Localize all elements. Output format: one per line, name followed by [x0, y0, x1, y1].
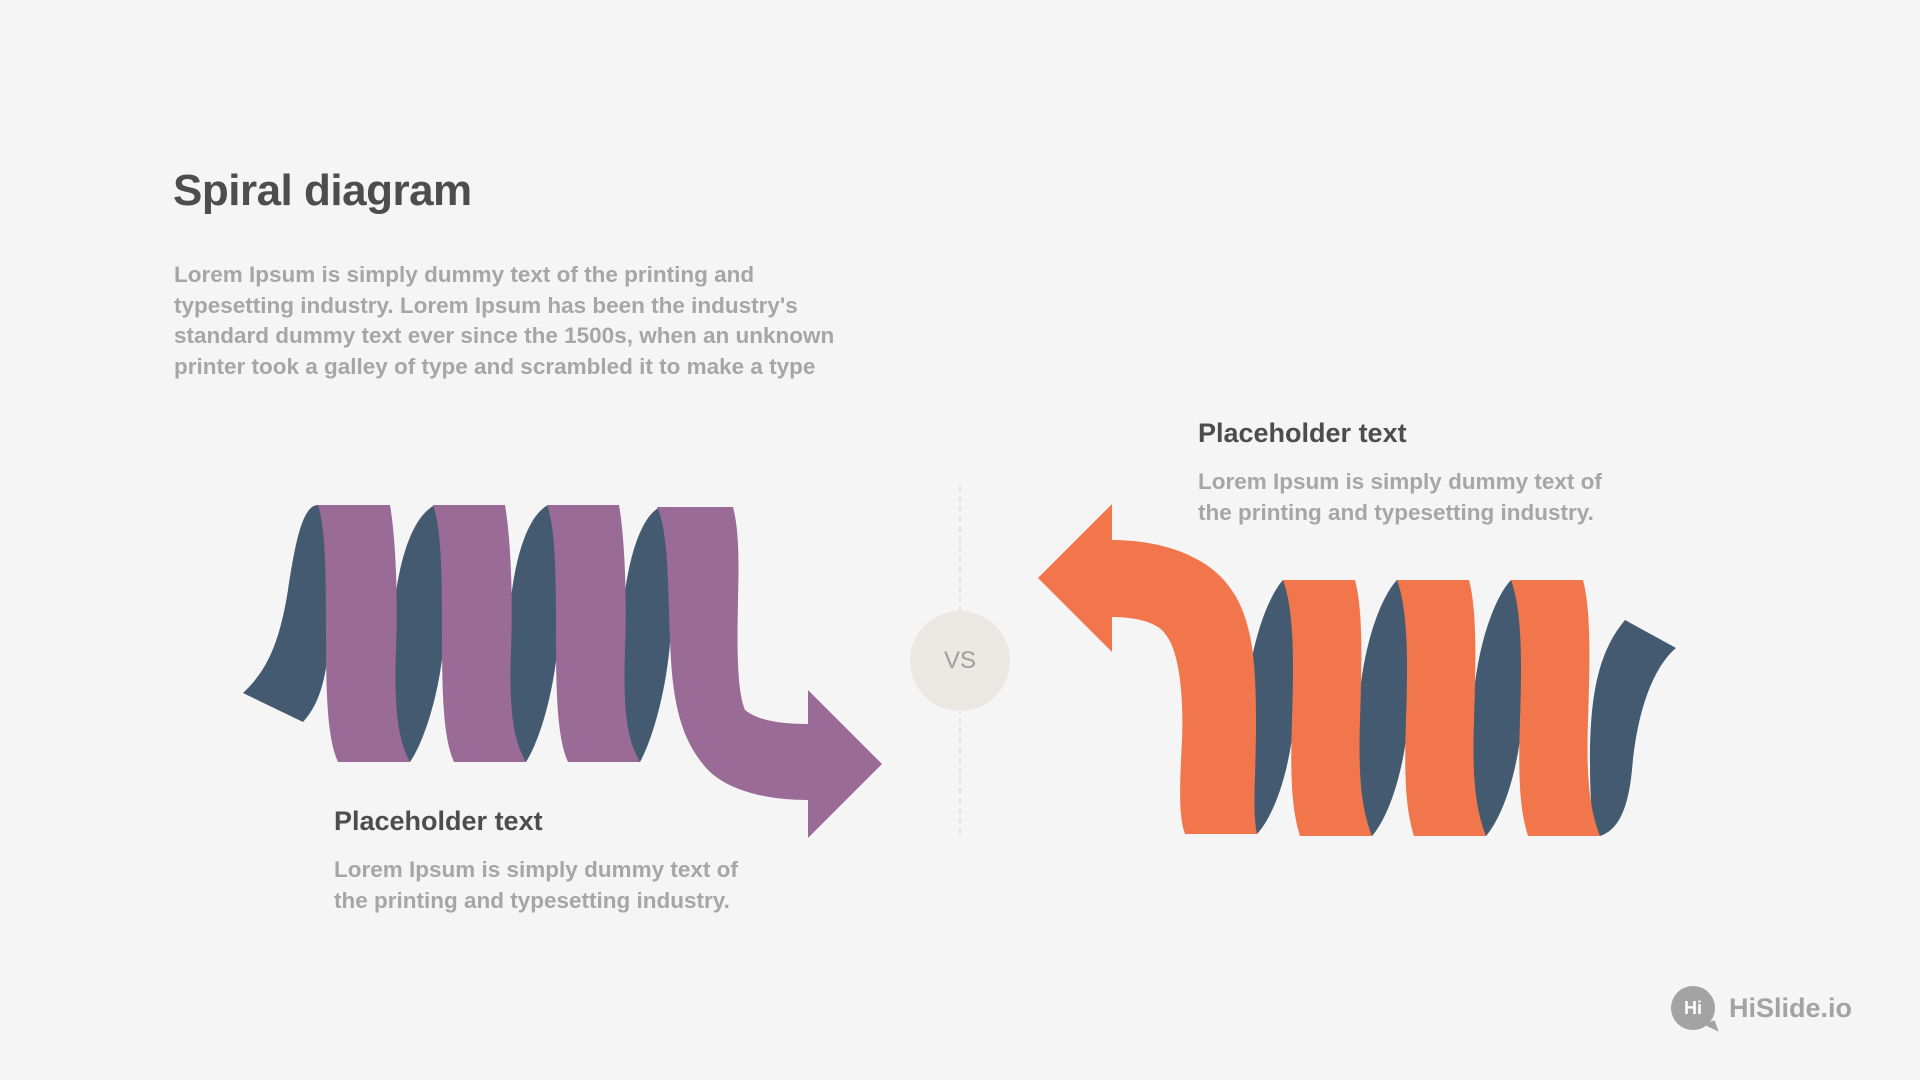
hislide-logo-icon: Hi: [1671, 986, 1715, 1030]
hislide-logo-text: HiSlide.io: [1729, 992, 1853, 1023]
hislide-logo: Hi HiSlide.io: [1671, 985, 1852, 1031]
right-block-text: Lorem Ipsum is simply dummy text of the …: [1198, 469, 1602, 525]
right-spiral-back-segment: [1243, 580, 1296, 834]
left-spiral: [243, 505, 882, 838]
left-spiral-band: [318, 505, 410, 762]
right-spiral-band: [1283, 580, 1372, 836]
left-block-title: Placeholder text: [334, 806, 543, 836]
left-block-text: Lorem Ipsum is simply dummy text of the …: [334, 857, 738, 913]
right-spiral-back-segment: [1358, 580, 1410, 836]
right-spiral-arrow: [1038, 504, 1257, 834]
left-spiral-band: [547, 505, 640, 762]
left-spiral-band: [433, 505, 526, 762]
page-title: Spiral diagram: [173, 166, 472, 215]
vs-badge: VS: [910, 611, 1010, 711]
left-spiral-back-segment: [392, 505, 446, 762]
right-spiral: [1038, 504, 1676, 836]
intro-paragraph: Lorem Ipsum is simply dummy text of the …: [174, 262, 835, 379]
right-spiral-band: [1397, 580, 1486, 836]
right-block-title: Placeholder text: [1198, 418, 1407, 448]
right-spiral-back-segment: [1590, 620, 1676, 836]
right-spiral-band: [1511, 580, 1600, 836]
left-spiral-back-segment: [243, 505, 330, 722]
left-spiral-back-segment: [621, 507, 672, 762]
left-spiral-arrow: [657, 507, 882, 838]
right-spiral-back-segment: [1472, 580, 1524, 836]
left-spiral-back-segment: [508, 505, 560, 762]
